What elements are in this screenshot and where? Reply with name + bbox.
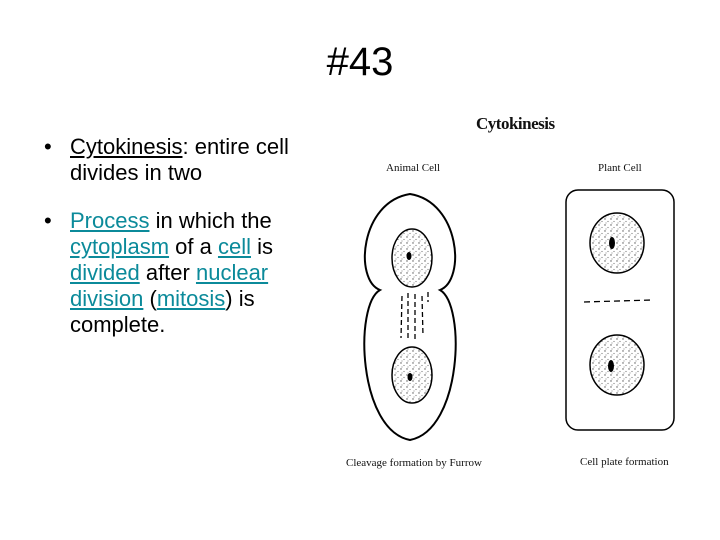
link-cell[interactable]: cell <box>217 234 251 259</box>
bullet-text: ( <box>143 286 157 311</box>
bullet-item-cytokinesis: • Cytokinesis: entire cell divides in tw… <box>44 134 344 186</box>
animal-nucleus-top-center <box>406 252 412 260</box>
animal-nucleus-bottom-center <box>407 373 413 381</box>
animal-cell-caption: Cleavage formation by Furrow <box>346 457 482 469</box>
cytokinesis-figure: Cytokinesis Animal Cell Plant Cell Cleav… <box>340 110 690 480</box>
plant-nucleus-bottom-center <box>608 360 614 372</box>
plant-cell-caption: Cell plate formation <box>580 456 669 468</box>
animal-cell-label: Animal Cell <box>386 162 441 174</box>
bullet-marker: • <box>44 208 52 233</box>
bullet-text: after <box>139 260 196 285</box>
spindle-fibers <box>400 292 429 340</box>
bullet-text: ) is complete. <box>70 286 255 337</box>
plant-nucleus-top <box>589 212 645 274</box>
plant-nucleus-bottom <box>589 334 645 396</box>
bullet-marker: • <box>44 134 52 159</box>
link-mitosis[interactable]: mitosis <box>156 286 226 311</box>
plant-cell-wall <box>565 189 675 431</box>
figure-title: Cytokinesis <box>476 114 555 133</box>
animal-nucleus-top <box>391 228 433 288</box>
cytokinesis-diagram <box>363 189 675 442</box>
bullet-list: • Cytokinesis: entire cell divides in tw… <box>44 134 344 360</box>
bullet-text: is <box>250 234 273 259</box>
bullet-text: in which the <box>149 208 272 233</box>
slide-title: #43 <box>326 40 394 84</box>
link-divided[interactable]: divided <box>70 260 140 285</box>
term-cytokinesis: Cytokinesis <box>70 134 183 159</box>
plant-cell-label: Plant Cell <box>598 162 642 174</box>
bullet-text: of a <box>169 234 218 259</box>
animal-cell-membrane <box>363 192 457 442</box>
cell-plate <box>583 299 653 303</box>
plant-nucleus-top-center <box>609 237 615 249</box>
bullet-text: : entire cell divides in two <box>70 134 289 185</box>
bullet-item-process: • Process in which the cytoplasm of a ce… <box>44 208 344 338</box>
link-cytoplasm[interactable]: cytoplasm <box>70 234 170 259</box>
link-nuclear-division[interactable]: nuclear division <box>70 260 269 311</box>
link-process[interactable]: Process <box>70 208 150 233</box>
